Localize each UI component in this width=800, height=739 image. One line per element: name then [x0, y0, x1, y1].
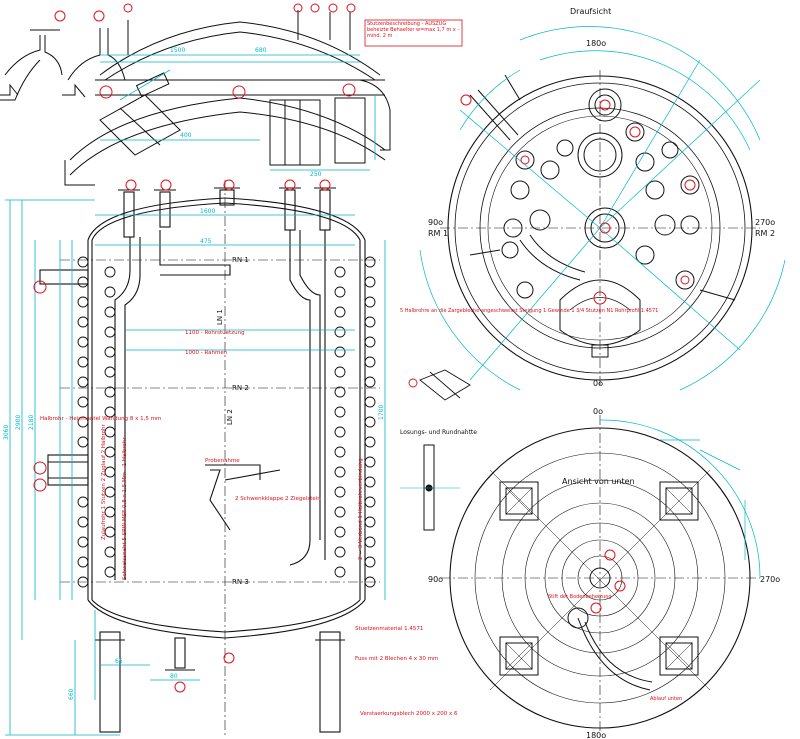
svg-text:Halbrohr - Heizmantel Wandung: Halbrohr - Heizmantel Wandung 8 x 1,5 mm [40, 416, 161, 422]
svg-text:680: 680 [255, 47, 267, 54]
bottom-view-dimensions [599, 419, 761, 579]
svg-text:Stift der Bodenbeheizung: Stift der Bodenbeheizung [548, 594, 612, 600]
svg-text:RN 3: RN 3 [232, 578, 249, 586]
svg-text:Ansicht von unten: Ansicht von unten [562, 477, 635, 486]
top-view-labels: Draufsicht 180o 0o 90o 270o RM 1 RM 2 [428, 7, 775, 388]
svg-text:1000 - Rahmen: 1000 - Rahmen [185, 350, 228, 356]
svg-text:2 Schwenkklappe 2 Ziegelstein: 2 Schwenkklappe 2 Ziegelstein [235, 496, 321, 502]
svg-text:0o: 0o [593, 407, 603, 416]
svg-text:1500: 1500 [170, 47, 185, 54]
top-left-dimension-values: 1500 680 400 250 [170, 47, 322, 178]
svg-text:250: 250 [310, 171, 322, 178]
top-left-dimensions [100, 54, 376, 171]
top-view-callouts [460, 94, 696, 305]
svg-text:270o: 270o [760, 575, 780, 584]
svg-text:LN 1: LN 1 [216, 309, 224, 325]
svg-text:3060: 3060 [3, 425, 10, 440]
svg-text:Losungs- und Rundnahtte: Losungs- und Rundnahtte [400, 429, 477, 436]
svg-text:Fuss mit 2 Blechen 4 x 30 mm: Fuss mit 2 Blechen 4 x 30 mm [355, 656, 438, 662]
svg-text:2900: 2900 [15, 415, 22, 430]
bottom-view-red-notes: Stift der Bodenbeheizung Ablauf unten [548, 594, 682, 702]
bottom-view-labels: Ansicht von unten 0o 180o 90o 270o [428, 407, 780, 739]
svg-text:180o: 180o [586, 39, 606, 48]
svg-text:65: 65 [115, 658, 123, 665]
svg-text:1100 - Rohrstuetzung: 1100 - Rohrstuetzung [185, 330, 245, 336]
svg-text:RM 1: RM 1 [428, 229, 448, 238]
svg-text:475: 475 [200, 238, 212, 245]
svg-text:Draufsicht: Draufsicht [570, 7, 611, 16]
svg-text:RM 2: RM 2 [755, 229, 775, 238]
half-pipe-coils-left [77, 256, 116, 588]
svg-text:400: 400 [180, 132, 192, 139]
svg-text:Zulaufrohr 1 Stutzen 2 Zuglauf: Zulaufrohr 1 Stutzen 2 Zuglauf 2 Halbroh… [101, 424, 107, 540]
vessel-axes [60, 180, 380, 735]
svg-text:270o: 270o [755, 218, 775, 227]
svg-text:90o: 90o [428, 218, 443, 227]
sampling-detail [408, 369, 471, 401]
svg-text:Ablauf unten: Ablauf unten [650, 696, 682, 702]
vertical-dimension-values: 3060 2900 2180 660 475 1600 80 65 1700 [3, 208, 385, 700]
vertical-dimensions [5, 199, 386, 736]
svg-text:2 = 3 Verband 1 Halbrohrverbin: 2 = 3 Verband 1 Halbrohrverbindung [358, 458, 364, 560]
svg-text:1600: 1600 [200, 208, 215, 215]
svg-text:1700: 1700 [378, 405, 385, 420]
svg-text:RN 2: RN 2 [232, 384, 249, 392]
bottom-view [440, 415, 760, 735]
svg-text:Stuetzenmaterial 1.4571: Stuetzenmaterial 1.4571 [355, 626, 423, 632]
weld-detail-label: Losungs- und Rundnahtte [400, 429, 477, 436]
svg-text:LN 2: LN 2 [226, 409, 234, 425]
svg-text:80: 80 [170, 673, 178, 680]
svg-text:Schweissnaht 5 SRW MSF 0,8 x 1: Schweissnaht 5 SRW MSF 0,8 x 1,5 Mm - 1 … [122, 437, 128, 580]
svg-text:Probenahme: Probenahme [205, 458, 240, 464]
svg-text:2180: 2180 [28, 415, 35, 430]
half-pipe-coils-right [334, 256, 376, 588]
weld-detail [400, 444, 460, 531]
top-view-dimensions [419, 26, 786, 391]
svg-text:660: 660 [68, 688, 75, 700]
top-view-red-notes: 5 Halbrohre an die Zargebleche angeschwe… [400, 308, 658, 314]
vessel-axis-labels: RN 1 RN 2 RN 3 LN 1 LN 2 [216, 256, 249, 586]
side-view-red-notes: 1100 - Rohrstuetzung 1000 - Rahmen Halbr… [40, 330, 458, 717]
top-view [440, 70, 760, 385]
side-view-callouts [33, 3, 356, 693]
spec-box: Stutzenbeschreibung - AUSZUG beheizte Be… [364, 19, 463, 47]
spec-box-text: Stutzenbeschreibung - AUSZUG beheizte Be… [367, 21, 460, 39]
svg-text:Verstaerkungsblech 2000 x 200: Verstaerkungsblech 2000 x 200 x 6 [360, 711, 458, 717]
svg-text:0o: 0o [593, 379, 603, 388]
svg-text:5 Halbrohre an die Zargebleche: 5 Halbrohre an die Zargebleche angeschwe… [400, 308, 658, 314]
bottom-view-callouts [590, 549, 626, 614]
svg-text:180o: 180o [586, 731, 606, 739]
svg-text:RN 1: RN 1 [232, 256, 249, 264]
svg-text:90o: 90o [428, 575, 443, 584]
nozzle-detail-views [0, 10, 391, 186]
